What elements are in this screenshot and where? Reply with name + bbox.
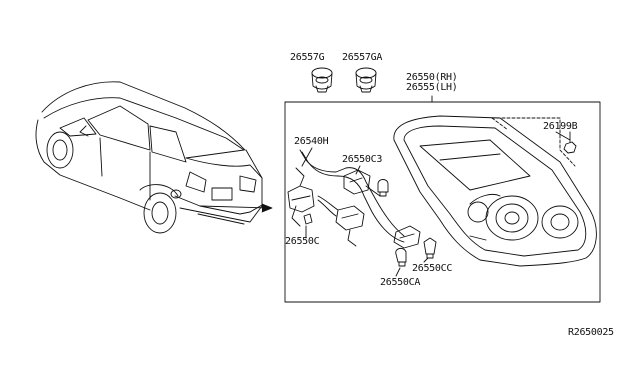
- wiring-harness: [287, 131, 571, 277]
- tail-lamp-assembly: [393, 115, 597, 267]
- label-26540h: 26540H: [294, 136, 329, 147]
- diagram-code: R2650025: [568, 327, 614, 338]
- grommet-26557g: [311, 67, 333, 93]
- grommet-26557ga: [355, 67, 377, 93]
- label-26550ca: 26550CA: [380, 277, 421, 288]
- label-26550c: 26550C: [285, 236, 320, 247]
- sedan-illustration: [35, 81, 273, 234]
- assembly-frame: [284, 101, 601, 303]
- label-26555-lh: 26555(LH): [406, 82, 458, 93]
- label-26550cc: 26550CC: [412, 263, 453, 274]
- label-26557g: 26557G: [290, 52, 325, 63]
- label-26557ga: 26557GA: [342, 52, 383, 63]
- nut-26199b: [563, 131, 577, 154]
- label-26550c3: 26550C3: [342, 154, 383, 165]
- label-26199b: 26199B: [543, 121, 578, 132]
- label-26550-rh: 26550(RH): [406, 72, 458, 83]
